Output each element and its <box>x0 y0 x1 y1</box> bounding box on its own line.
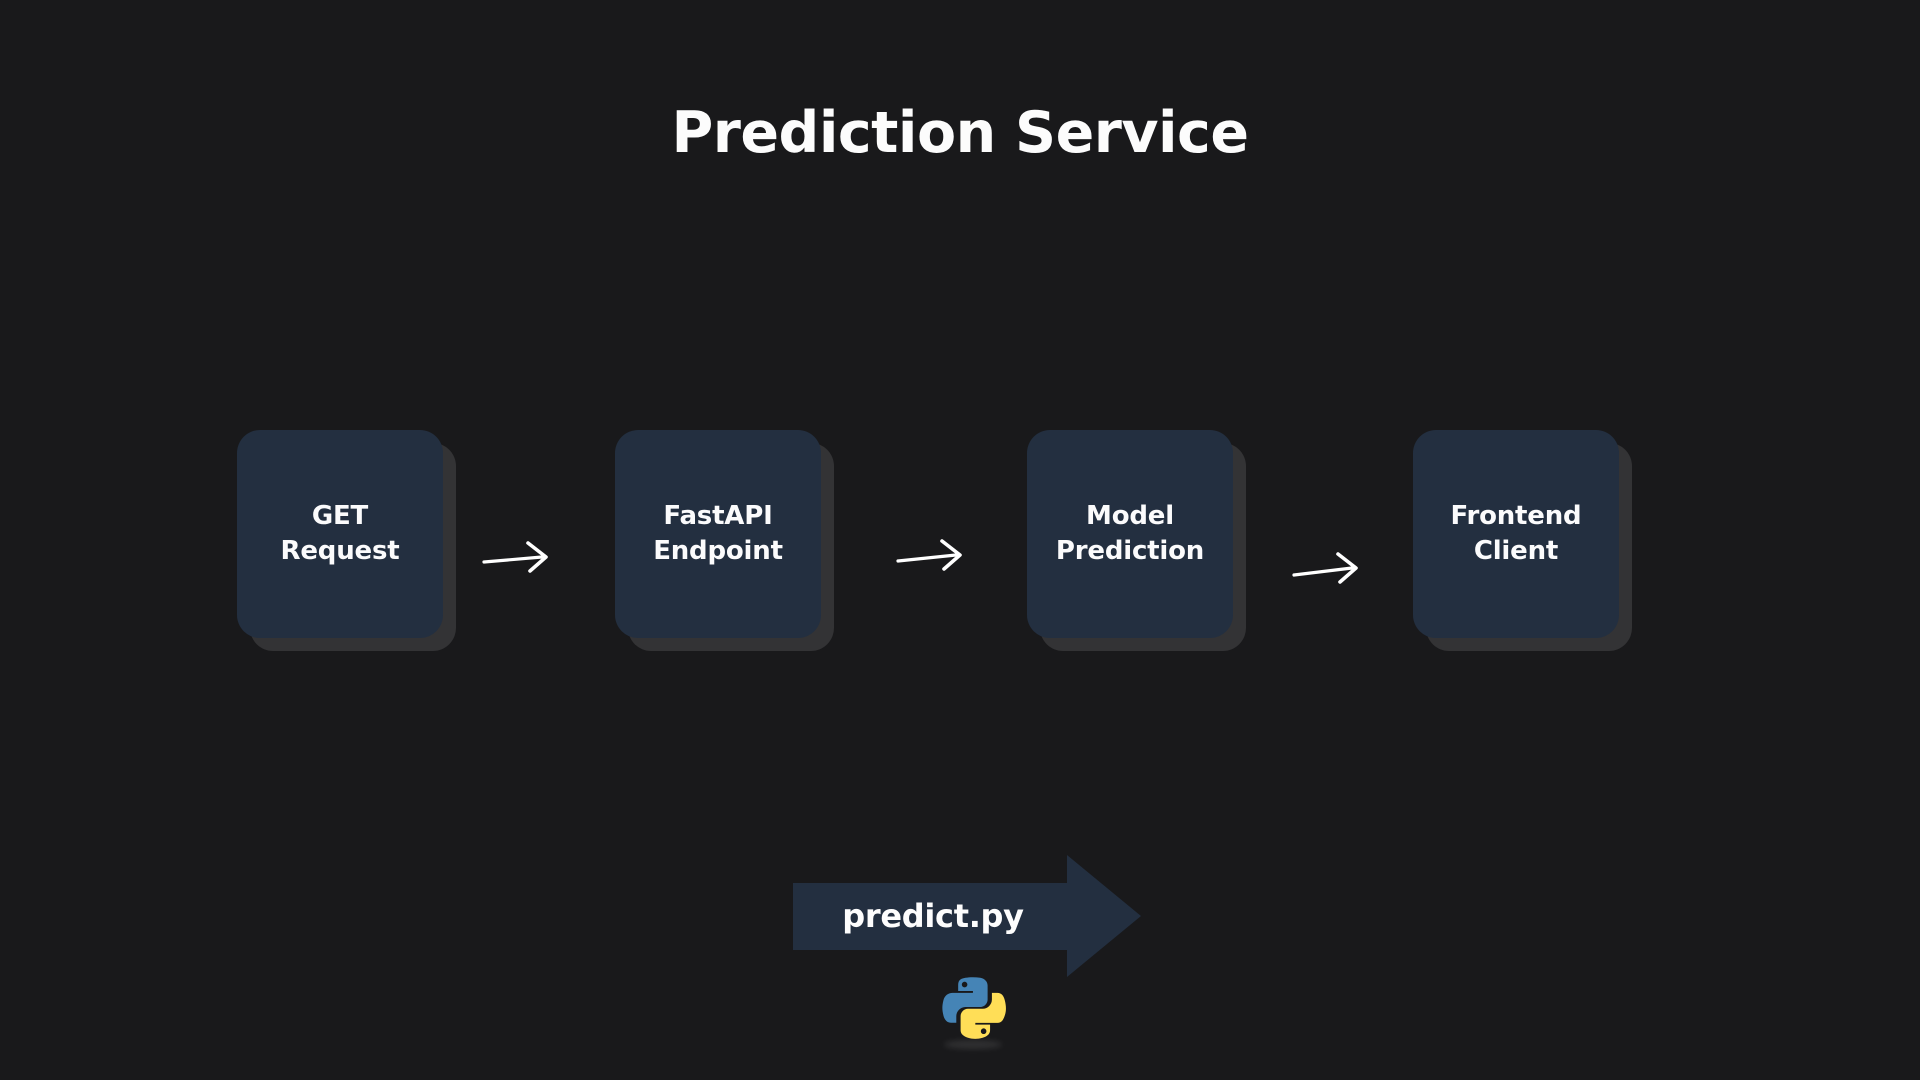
flow-node-fastapi-endpoint[interactable]: FastAPI Endpoint <box>615 430 834 651</box>
python-logo-icon <box>939 974 1007 1042</box>
flow-node-label-line1: FastAPI <box>663 500 773 531</box>
arrow-right-icon <box>896 535 968 575</box>
predict-py-banner-label: predict.py <box>842 897 1024 935</box>
flow-node-label: Frontend Client <box>1451 499 1582 569</box>
flow-node-get-request[interactable]: GET Request <box>237 430 456 651</box>
flow-node-label-line2: Prediction <box>1055 536 1205 566</box>
flow-node-label-line1: Frontend <box>1450 500 1582 531</box>
flow-node-label-line1: GET <box>311 500 369 531</box>
page-title: Prediction Service <box>671 100 1249 166</box>
flow-node-frontend-client[interactable]: Frontend Client <box>1413 430 1632 651</box>
flow-node-label-line2: Client <box>1473 536 1559 566</box>
arrow-right-icon <box>1292 548 1364 588</box>
predict-py-banner[interactable]: predict.py <box>793 853 1141 979</box>
flow-node-label: Model Prediction <box>1056 499 1204 569</box>
flow-node-label-line2: Request <box>280 536 400 566</box>
flow-node-label-line2: Endpoint <box>653 536 783 566</box>
python-logo-shadow <box>944 1040 1002 1049</box>
flow-node-label-line1: Model <box>1086 500 1174 531</box>
flow-node-label: GET Request <box>281 499 400 569</box>
flow-node-label: FastAPI Endpoint <box>653 499 783 569</box>
flow-node-model-prediction[interactable]: Model Prediction <box>1027 430 1246 651</box>
arrow-right-icon <box>482 537 554 577</box>
